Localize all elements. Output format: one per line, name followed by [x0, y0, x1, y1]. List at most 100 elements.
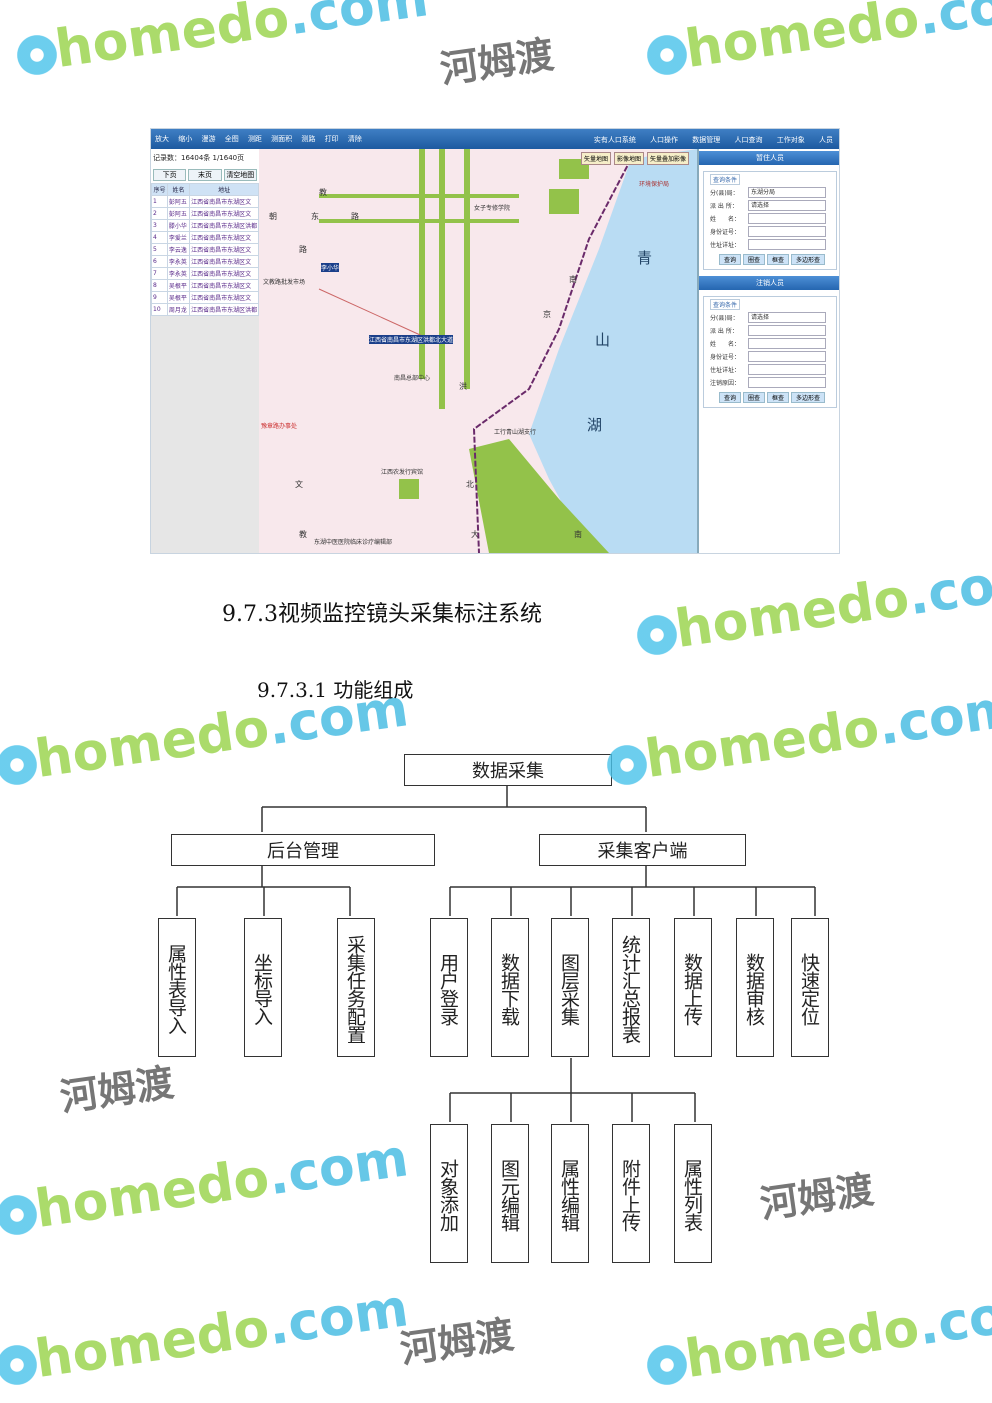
node-layer: 属性列表	[674, 1124, 712, 1263]
map-label: 洪	[459, 382, 467, 391]
field-input[interactable]	[748, 239, 826, 250]
toolbar-clear[interactable]: 清除	[347, 135, 362, 143]
field-label: 身份证号：	[710, 229, 741, 236]
node-layer: 附件上传	[612, 1124, 650, 1263]
field-input[interactable]	[748, 351, 826, 362]
map-label: 北	[466, 480, 474, 489]
image-map-button[interactable]: 影像地图	[613, 152, 644, 165]
next-page-button[interactable]: 下页	[153, 169, 187, 181]
query-button[interactable]: 圈查	[742, 254, 765, 265]
poi-label: 环境保护局	[639, 181, 670, 188]
map-label: 朝	[269, 212, 277, 221]
query-fieldset: 查询条件分(县)局：东湖分局派 出 所：请选择姓 名：身份证号：住址详址：查询圈…	[703, 171, 837, 270]
nav-item[interactable]: 人口查询	[734, 136, 763, 144]
node-client: 快速定位	[791, 918, 829, 1057]
toolbar-measure[interactable]: 测距	[247, 135, 262, 143]
nav-item[interactable]: 人口操作	[650, 136, 679, 144]
poi-label: 豫章路办事处	[261, 423, 298, 430]
toolbar-pan[interactable]: 漫游	[201, 135, 216, 143]
poi-label: 江西农发行宾馆	[381, 469, 424, 476]
query-panel: 暂住人员查询条件分(县)局：东湖分局派 出 所：请选择姓 名：身份证号：住址详址…	[697, 149, 839, 553]
nav-item[interactable]: 数据管理	[692, 136, 721, 144]
table-cell: 李永英	[166, 255, 191, 268]
node-layer: 属性编辑	[551, 1124, 589, 1263]
query-button[interactable]: 查询	[718, 254, 741, 265]
field-label: 分(县)局：	[710, 315, 739, 322]
map-label: 南	[574, 530, 582, 539]
map-label: 京	[543, 310, 551, 319]
person-marker[interactable]: 李小华	[321, 263, 340, 272]
node-layer: 图元编辑	[491, 1124, 529, 1263]
toolbar-full[interactable]: 全图	[224, 135, 239, 143]
node-backend: 采集任务配置	[337, 918, 375, 1057]
nav-item[interactable]: 人员	[819, 136, 833, 144]
map-label: 东	[311, 212, 319, 221]
poi-label: 文教路批发市场	[263, 279, 306, 286]
clear-map-button[interactable]: 清空地图	[223, 169, 257, 181]
field-label: 住址详址：	[710, 367, 741, 374]
poi-label: 江西省南昌市东湖区洪都北大道	[369, 335, 454, 344]
field-input[interactable]	[748, 325, 826, 336]
map-label: 大	[471, 530, 479, 539]
toolbar-print[interactable]: 打印	[324, 135, 339, 143]
poi-label: 南昌总部中心	[394, 375, 431, 382]
field-label: 注销原因：	[710, 380, 741, 387]
node-client: 图层采集	[551, 918, 589, 1057]
toolbar-zoom-in[interactable]: 放大	[155, 135, 169, 143]
map-label: 路	[351, 212, 359, 221]
subsection-heading: 9.7.3.1 功能组成	[257, 678, 414, 702]
node-client: 数据上传	[674, 918, 712, 1057]
toolbar-area[interactable]: 测面积	[271, 135, 293, 143]
field-input[interactable]: 东湖分局	[748, 187, 826, 198]
query-fieldset: 查询条件分(县)局：请选择派 出 所：姓 名：身份证号：住址详址：注销原因：查询…	[703, 296, 837, 408]
node-backend: 坐标导入	[244, 918, 282, 1057]
col-header: 序号	[151, 183, 168, 196]
query-button[interactable]: 框查	[767, 392, 790, 403]
record-count: 记录数：16404条 1/1640页	[151, 149, 259, 167]
toolbar-zoom-out[interactable]: 缩小	[178, 135, 193, 143]
node-backend: 属性表导入	[158, 918, 196, 1057]
node-client: 用户登录	[430, 918, 468, 1057]
query-button[interactable]: 查询	[718, 392, 741, 403]
poi-label: 工行青山湖支行	[494, 429, 537, 436]
query-button[interactable]: 多边形查	[791, 254, 826, 265]
map-label: 文	[295, 480, 303, 489]
field-input[interactable]	[748, 364, 826, 375]
vector-map-button[interactable]: 矢量地图	[580, 152, 611, 165]
node-root: 数据采集	[404, 754, 612, 786]
field-input[interactable]	[748, 338, 826, 349]
panel-title[interactable]: 注销人员	[699, 276, 839, 290]
overlay-map-button[interactable]: 矢量叠加影像	[646, 152, 689, 165]
field-input[interactable]	[748, 226, 826, 237]
map-view[interactable]: 矢量地图 影像地图 矢量叠加影像 教 朝 东 路 路 青 山 湖 南 京 洪 北…	[259, 149, 697, 553]
toolbar-route[interactable]: 测路	[301, 135, 316, 143]
field-input[interactable]: 请选择	[748, 312, 826, 323]
poi-label: 女子专修学院	[474, 205, 511, 212]
col-header: 地址	[189, 183, 259, 196]
fieldset-legend: 查询条件	[710, 174, 741, 185]
result-panel: 记录数：16404条 1/1640页 下页 末页 清空地图 序号 姓名 地址 1…	[151, 149, 259, 553]
field-input[interactable]	[748, 377, 826, 388]
map-label: 湖	[587, 416, 603, 434]
col-header: 姓名	[166, 183, 191, 196]
query-button[interactable]: 多边形查	[791, 392, 826, 403]
panel-title[interactable]: 暂住人员	[699, 151, 839, 165]
map-canvas	[259, 149, 697, 553]
query-button[interactable]: 框查	[767, 254, 790, 265]
field-input[interactable]: 请选择	[748, 200, 826, 211]
field-label: 姓 名：	[710, 216, 741, 223]
nav-item[interactable]: 工作对象	[776, 136, 805, 144]
field-input[interactable]	[748, 213, 826, 224]
nav-item[interactable]: 实有人口系统	[593, 136, 636, 144]
query-button[interactable]: 圈查	[742, 392, 765, 403]
fieldset-legend: 查询条件	[710, 299, 741, 310]
last-page-button[interactable]: 末页	[188, 169, 222, 181]
